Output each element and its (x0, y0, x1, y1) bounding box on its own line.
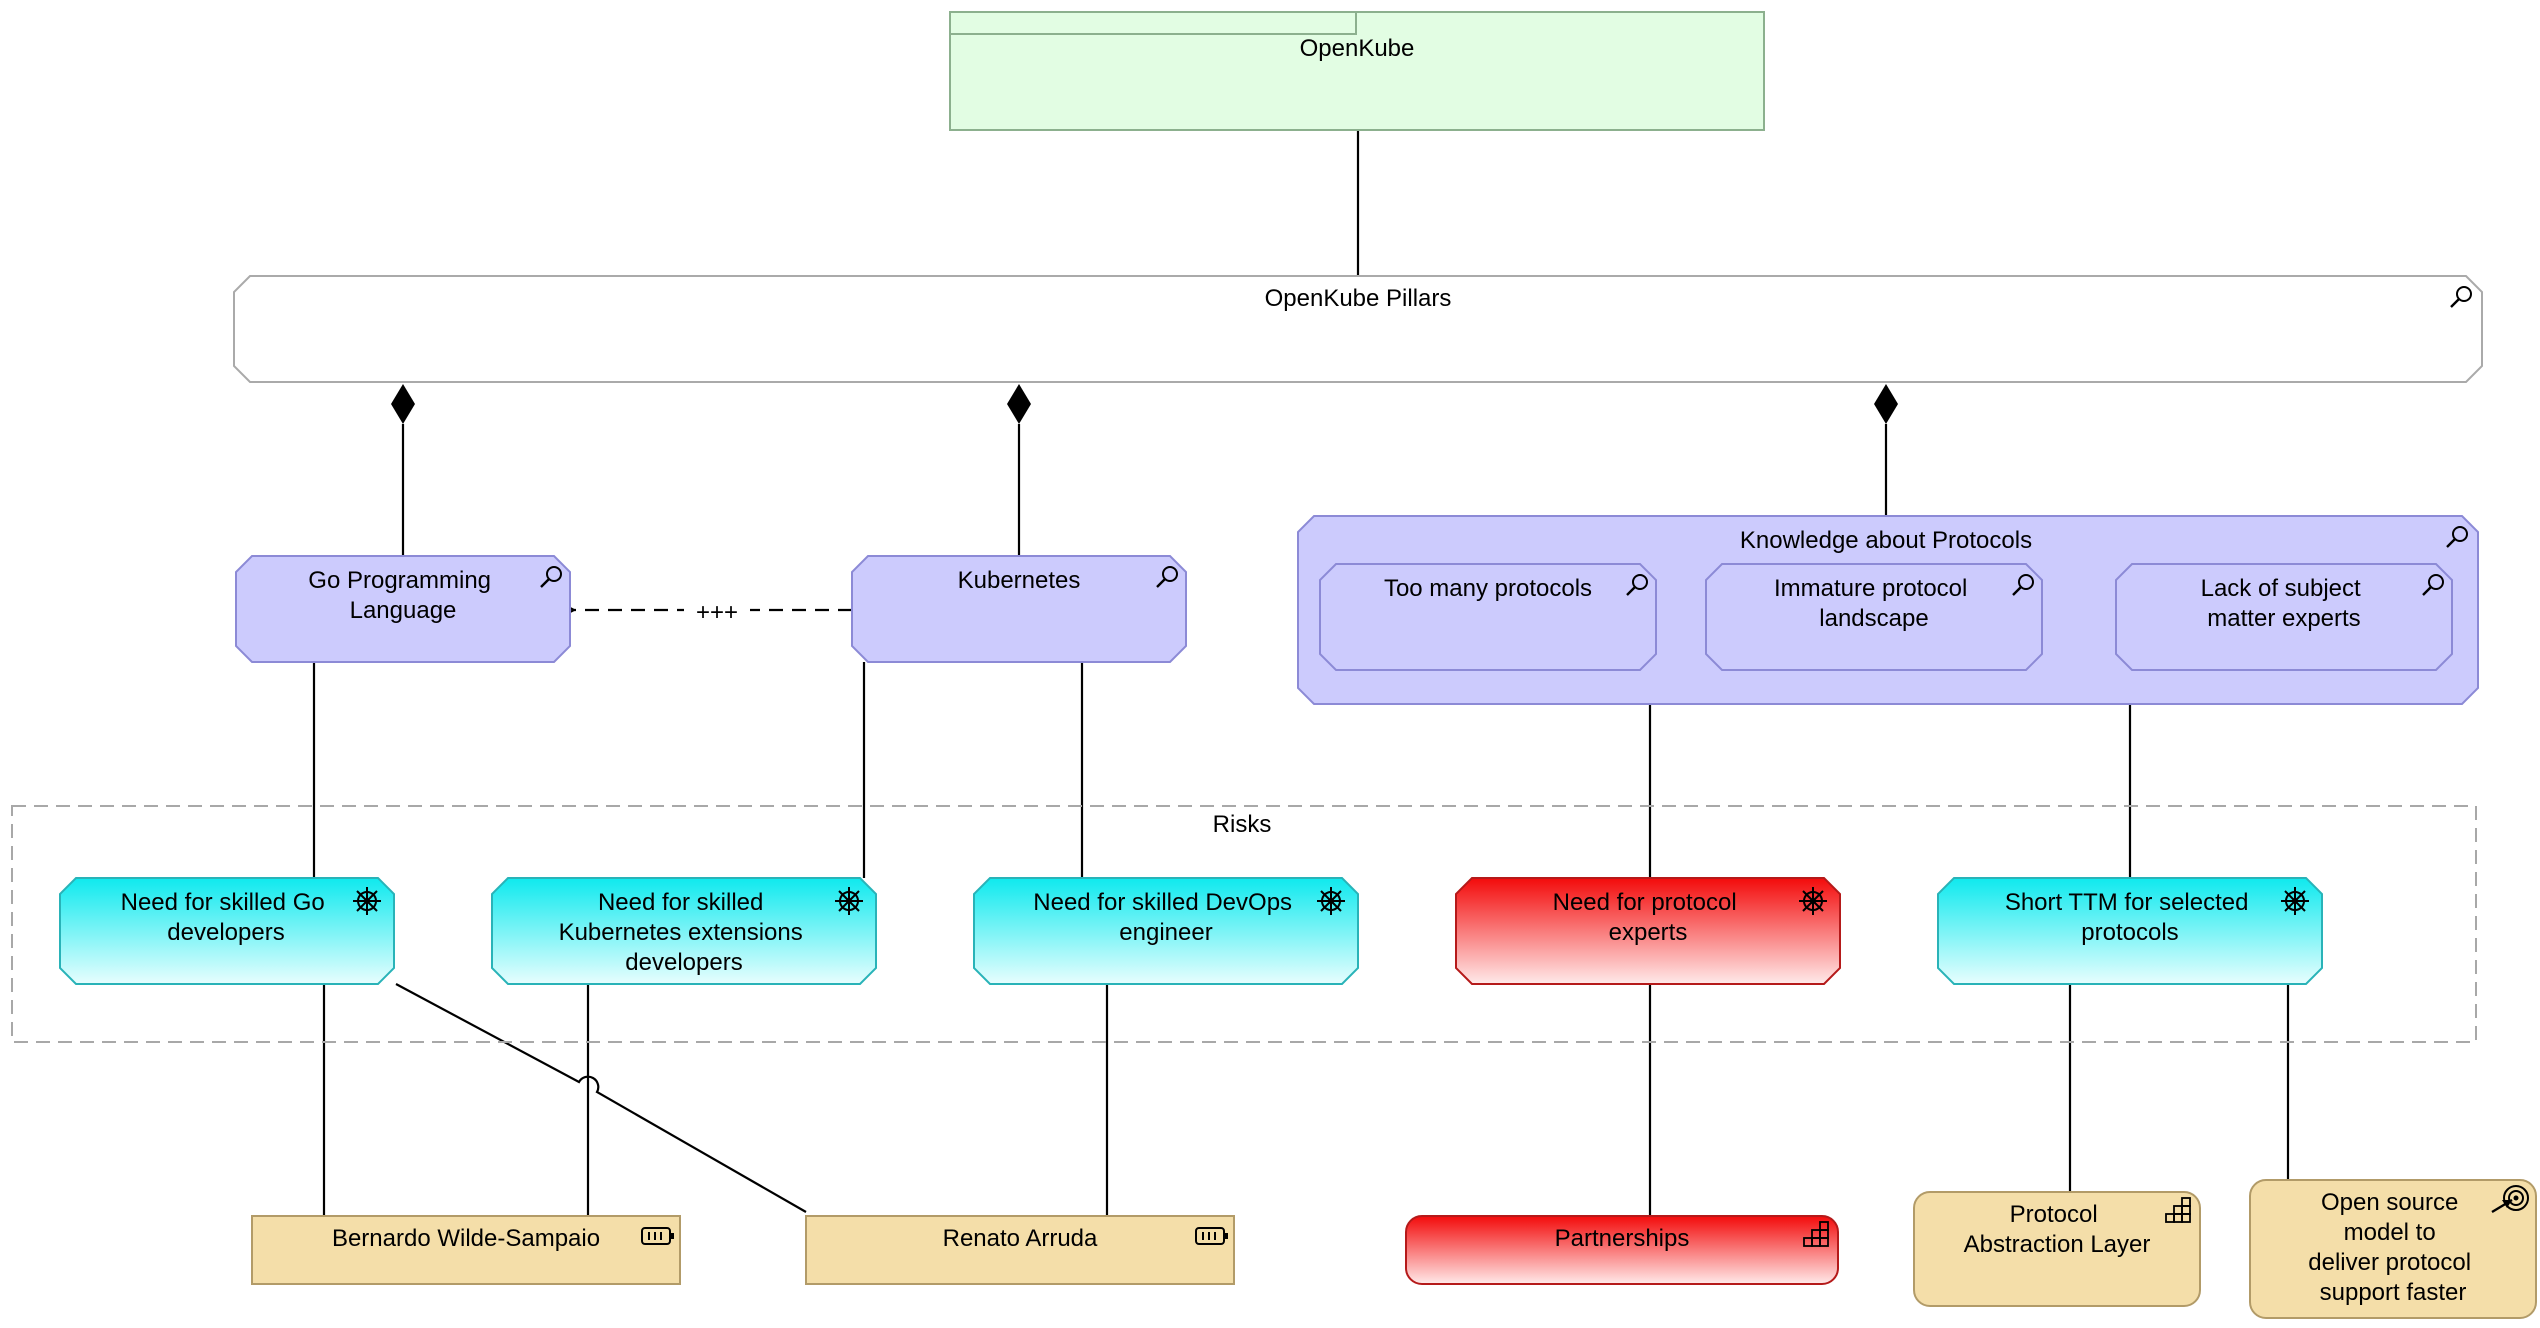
influence-label: +++ (696, 599, 738, 626)
short-ttm-selected-protocols-node[interactable]: Short TTM for selected protocols (1937, 877, 2323, 985)
kubernetes-label: Kubernetes (958, 567, 1081, 594)
magnifier-icon (2422, 574, 2444, 596)
influence-label-bg (684, 596, 750, 622)
need-k8s-label: Need for skilled Kubernetes extensions d… (559, 889, 810, 976)
too-many-protocols-node[interactable]: Too many protocols (1319, 563, 1657, 671)
need-devops-label: Need for skilled DevOps engineer (1033, 889, 1298, 946)
knowledge-label: Knowledge about Protocols (1740, 527, 2032, 554)
pillars-label: OpenKube Pillars (1265, 285, 1452, 312)
go-lang-label: Go Programming Language (308, 567, 497, 624)
connectors: +++ (312, 130, 2290, 1216)
need-skilled-devops-engineer-node[interactable]: Need for skilled DevOps engineer (973, 877, 1359, 985)
open-source-model-node[interactable]: Open source model to deliver protocol su… (2249, 1179, 2537, 1319)
short-ttm-label: Short TTM for selected protocols (2005, 889, 2255, 946)
magnifier-icon (2446, 526, 2468, 548)
bernardo-label: Bernardo Wilde-Sampaio (332, 1225, 600, 1252)
goal-target-icon (2491, 1185, 2529, 1214)
magnifier-icon (1626, 574, 1648, 596)
need-skilled-kubernetes-extensions-developers-node[interactable]: Need for skilled Kubernetes extensions d… (491, 877, 877, 985)
helm-wheel-icon (1799, 887, 1827, 915)
need-protocol-label: Need for protocol experts (1553, 889, 1744, 946)
renato-label: Renato Arruda (943, 1225, 1098, 1252)
immature-label: Immature protocol landscape (1774, 575, 1974, 632)
resource-battery-icon (641, 1227, 674, 1245)
helm-wheel-icon (1317, 887, 1345, 915)
open-source-label: Open source model to deliver protocol su… (2308, 1189, 2477, 1306)
immature-protocol-landscape-node[interactable]: Immature protocol landscape (1705, 563, 2043, 671)
lack-sme-label: Lack of subject matter experts (2201, 575, 2368, 632)
helm-wheel-icon (835, 887, 863, 915)
renato-arruda-node[interactable]: Renato Arruda (805, 1215, 1235, 1285)
lack-of-subject-matter-experts-node[interactable]: Lack of subject matter experts (2115, 563, 2453, 671)
need-protocol-experts-node[interactable]: Need for protocol experts (1455, 877, 1841, 985)
kubernetes-node[interactable]: Kubernetes (851, 555, 1187, 663)
capability-steps-icon (2165, 1197, 2191, 1223)
composition-diamond-kubernetes (1007, 384, 1031, 424)
need-skilled-go-developers-node[interactable]: Need for skilled Go developers (59, 877, 395, 985)
composition-diamond-knowledge (1874, 384, 1898, 424)
capability-steps-icon (1803, 1221, 1829, 1247)
helm-wheel-icon (2281, 887, 2309, 915)
risks-group-label: Risks (1213, 811, 1272, 838)
magnifier-icon (1156, 566, 1178, 588)
openkube-tab (949, 11, 1357, 35)
partnerships-label: Partnerships (1555, 1225, 1690, 1252)
helm-wheel-icon (353, 887, 381, 915)
risks-group[interactable]: Risks (11, 805, 2477, 1043)
protocol-layer-label: Protocol Abstraction Layer (1964, 1201, 2151, 1258)
openkube-pillars-node[interactable]: OpenKube Pillars (233, 275, 2483, 383)
partnerships-node[interactable]: Partnerships (1405, 1215, 1839, 1285)
connector-needgo-renato[interactable] (395, 983, 807, 1213)
too-many-label: Too many protocols (1384, 575, 1592, 602)
magnifier-icon (2450, 286, 2472, 308)
bernardo-wilde-sampaio-node[interactable]: Bernardo Wilde-Sampaio (251, 1215, 681, 1285)
magnifier-icon (540, 566, 562, 588)
openkube-label: OpenKube (1300, 35, 1415, 62)
need-go-label: Need for skilled Go developers (121, 889, 332, 946)
protocol-abstraction-layer-node[interactable]: Protocol Abstraction Layer (1913, 1191, 2201, 1307)
openkube-node[interactable]: OpenKube (949, 11, 1765, 131)
composition-diamond-go (391, 384, 415, 424)
magnifier-icon (2012, 574, 2034, 596)
resource-battery-icon (1195, 1227, 1228, 1245)
go-programming-language-node[interactable]: Go Programming Language (235, 555, 571, 663)
